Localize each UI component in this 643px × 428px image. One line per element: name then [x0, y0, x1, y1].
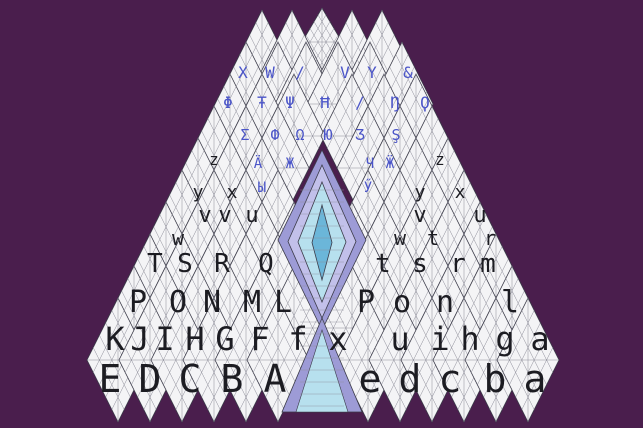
glyph-letter: Ӡ: [355, 126, 364, 144]
glyph-letter: Ħ: [320, 93, 330, 112]
glyph-letter: S: [177, 249, 193, 279]
glyph-letter: X: [238, 63, 248, 82]
glyph-letter: O: [169, 285, 187, 320]
glyph-letter: Σ: [240, 126, 249, 144]
glyph-letter: d: [399, 357, 422, 401]
glyph-letter: u: [245, 203, 258, 228]
glyph-letter: P: [357, 285, 375, 320]
glyph-letter: D: [139, 357, 162, 401]
glyph-letter: Ж: [286, 156, 295, 172]
glyph-letter: Φ: [223, 93, 233, 112]
glyph-letter: Ω: [295, 126, 304, 144]
glyph-letter: w: [172, 226, 185, 250]
glyph-letter: w: [394, 226, 407, 250]
glyph-letter: Ӳ: [364, 179, 372, 196]
glyph-letter: L: [274, 285, 292, 320]
glyph-letter: Ч: [366, 156, 374, 172]
glyph-letter: J: [130, 320, 149, 358]
glyph-letter: B: [221, 357, 244, 401]
glyph-letter: F: [250, 320, 269, 358]
glyph-letter: Ş: [391, 126, 400, 144]
glyph-letter: t: [427, 226, 439, 250]
glyph-letter: M: [243, 285, 261, 320]
glyph-letter: i: [430, 320, 449, 358]
glyph-letter: e: [359, 357, 382, 401]
glyph-letter: u: [473, 203, 486, 228]
glyph-letter: r: [450, 249, 466, 279]
glyph-letter: b: [484, 357, 507, 401]
glyph-letter: l: [501, 285, 519, 320]
glyph-letter: x: [328, 320, 347, 358]
glyph-letter: W: [265, 63, 275, 82]
glyph-letter: m: [480, 249, 496, 279]
glyph-letter: Ψ: [285, 93, 295, 112]
glyph-letter: A: [264, 357, 287, 401]
glyph-letter: a: [524, 357, 547, 401]
glyph-letter: C: [179, 357, 202, 401]
glyph-letter: Q: [258, 249, 274, 279]
glyph-letter: v: [198, 203, 211, 228]
glyph-letter: V: [340, 63, 350, 82]
glyph-letter: Ӝ: [386, 154, 395, 172]
glyph-letter: Ӓ: [254, 154, 263, 172]
glyph-letter: z: [209, 150, 219, 169]
glyph-letter: N: [203, 285, 221, 320]
glyph-letter: y: [193, 182, 204, 203]
glyph-letter: /: [355, 93, 365, 112]
glyph-letter: G: [215, 320, 234, 358]
glyph-letter: E: [99, 357, 122, 401]
glyph-letter: Ю: [323, 126, 332, 144]
glyph-letter: o: [393, 285, 411, 320]
glyph-letter: f: [288, 320, 307, 358]
glyph-letter: t: [375, 249, 391, 279]
glyph-letter: H: [185, 320, 204, 358]
glyph-letter: c: [439, 357, 462, 401]
glyph-letter: Ŋ: [390, 93, 400, 112]
glyph-letter: a: [530, 320, 549, 358]
glyph-letter: R: [214, 249, 230, 279]
glyph-letter: Ы: [258, 180, 266, 196]
glyph-letter: Ŧ: [257, 93, 267, 112]
glyph-letter: r: [484, 226, 496, 250]
glyph-letter: z: [435, 150, 445, 169]
glyph-letter: I: [155, 320, 174, 358]
glyph-letter: Y: [367, 63, 377, 82]
glyph-letter: h: [460, 320, 479, 358]
glyph-letter: v: [218, 203, 231, 228]
glyph-letter: Ϙ: [420, 93, 430, 112]
glyph-letter: /: [295, 63, 305, 82]
glyph-letter: x: [227, 182, 238, 203]
glyph-letter: T: [147, 249, 163, 279]
glyph-letter: v: [413, 203, 426, 228]
glyph-letter: &: [403, 63, 413, 82]
glyph-letter: y: [415, 182, 426, 203]
glyph-letter: s: [412, 249, 428, 279]
glyph-letter: n: [436, 285, 454, 320]
glyph-letter: u: [390, 320, 409, 358]
glyph-letter: Ф: [270, 126, 279, 144]
glyph-letter: K: [105, 320, 125, 358]
glyph-letter: x: [455, 182, 466, 203]
glyph-letter: g: [495, 320, 514, 358]
glyph-letter: P: [129, 285, 147, 320]
